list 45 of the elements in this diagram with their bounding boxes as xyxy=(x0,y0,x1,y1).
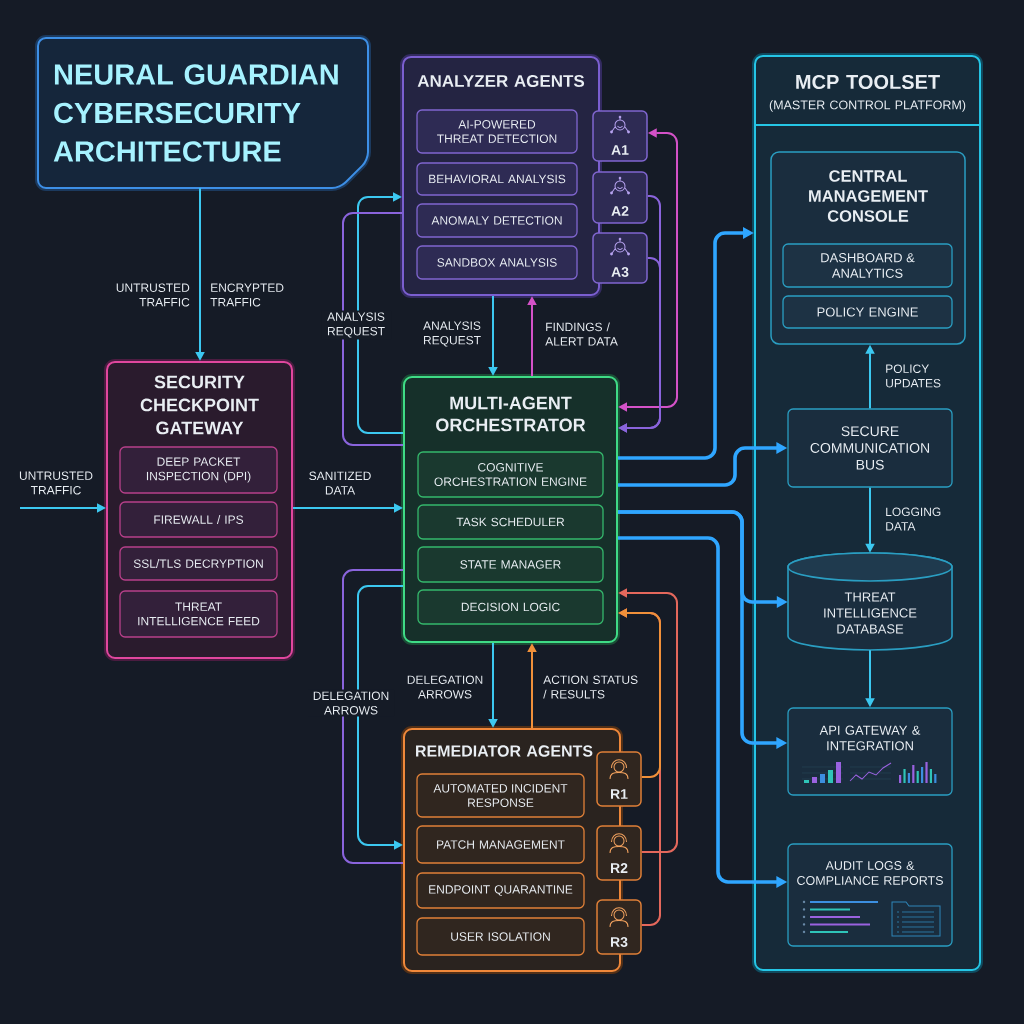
text-label: ENCRYPTED TRAFFIC xyxy=(210,283,284,307)
agent-box: R2 xyxy=(596,825,642,881)
title-box: NEURAL GUARDIAN CYBERSECURITY ARCHITECTURE xyxy=(35,35,371,191)
connector-line xyxy=(342,569,404,864)
agent-box: R1 xyxy=(596,751,642,807)
process-box: COGNITIVE ORCHESTRATION ENGINE xyxy=(417,451,604,498)
process-box: DECISION LOGIC xyxy=(417,589,604,625)
process-box: USER ISOLATION xyxy=(416,917,585,956)
edge-label: POLICY UPDATES xyxy=(886,364,941,388)
process-box: API GATEWAY & INTEGRATION xyxy=(787,707,953,796)
edge-label: FINDINGS / ALERT DATA xyxy=(545,322,618,346)
edge-label: LOGGING DATA xyxy=(886,507,941,531)
process-box: AUDIT LOGS & COMPLIANCE REPORTS xyxy=(787,843,953,947)
agent-box: A3 xyxy=(592,232,648,284)
process-box: SSL/TLS DECRYPTION xyxy=(119,546,278,581)
process-box: THREAT INTELLIGENCE FEED xyxy=(119,590,278,638)
process-box: STATE MANAGER xyxy=(417,546,604,583)
process-box: SANDBOX ANALYSIS xyxy=(416,245,578,280)
process-box: AUTOMATED INCIDENT RESPONSE xyxy=(416,773,585,818)
edge-label: ANALYSIS REQUEST xyxy=(423,321,481,347)
edge-label: UNTRUSTED TRAFFIC xyxy=(19,471,93,495)
process-box: AI-POWERED THREAT DETECTION xyxy=(416,109,578,154)
process-box: FIREWALL / IPS xyxy=(119,501,278,538)
edge-label: DELEGATION ARROWS xyxy=(308,689,394,717)
database-cylinder: THREAT INTELLIGENCE DATABASE xyxy=(787,552,953,651)
process-box: DEEP PACKET INSPECTION (DPI) xyxy=(119,446,278,494)
arrow xyxy=(357,585,404,850)
process-box: ANOMALY DETECTION xyxy=(416,203,578,238)
process-box: SECURE COMMUNICATION BUS xyxy=(787,408,953,488)
agent-box: A1 xyxy=(592,110,648,162)
connector-line xyxy=(342,212,404,446)
process-box: BEHAVIORAL ANALYSIS xyxy=(416,162,578,196)
process-box: ENDPOINT QUARANTINE xyxy=(416,872,585,909)
agent-box: R3 xyxy=(596,899,642,955)
edge-label: ANALYSIS REQUEST xyxy=(321,310,391,340)
process-box: PATCH MANAGEMENT xyxy=(416,825,585,864)
process-box: TASK SCHEDULER xyxy=(417,504,604,540)
agent-box: A2 xyxy=(592,171,648,224)
edge-label: ACTION STATUS / RESULTS xyxy=(543,675,638,699)
arrow xyxy=(357,192,404,434)
edge-label: SANITIZED DATA xyxy=(309,471,371,495)
edge-label: DELEGATION ARROWS xyxy=(407,675,483,699)
edge-label: UNTRUSTED TRAFFIC xyxy=(116,283,190,307)
process-box: POLICY ENGINE xyxy=(782,295,953,329)
process-box: DASHBOARD & ANALYTICS xyxy=(782,243,953,288)
